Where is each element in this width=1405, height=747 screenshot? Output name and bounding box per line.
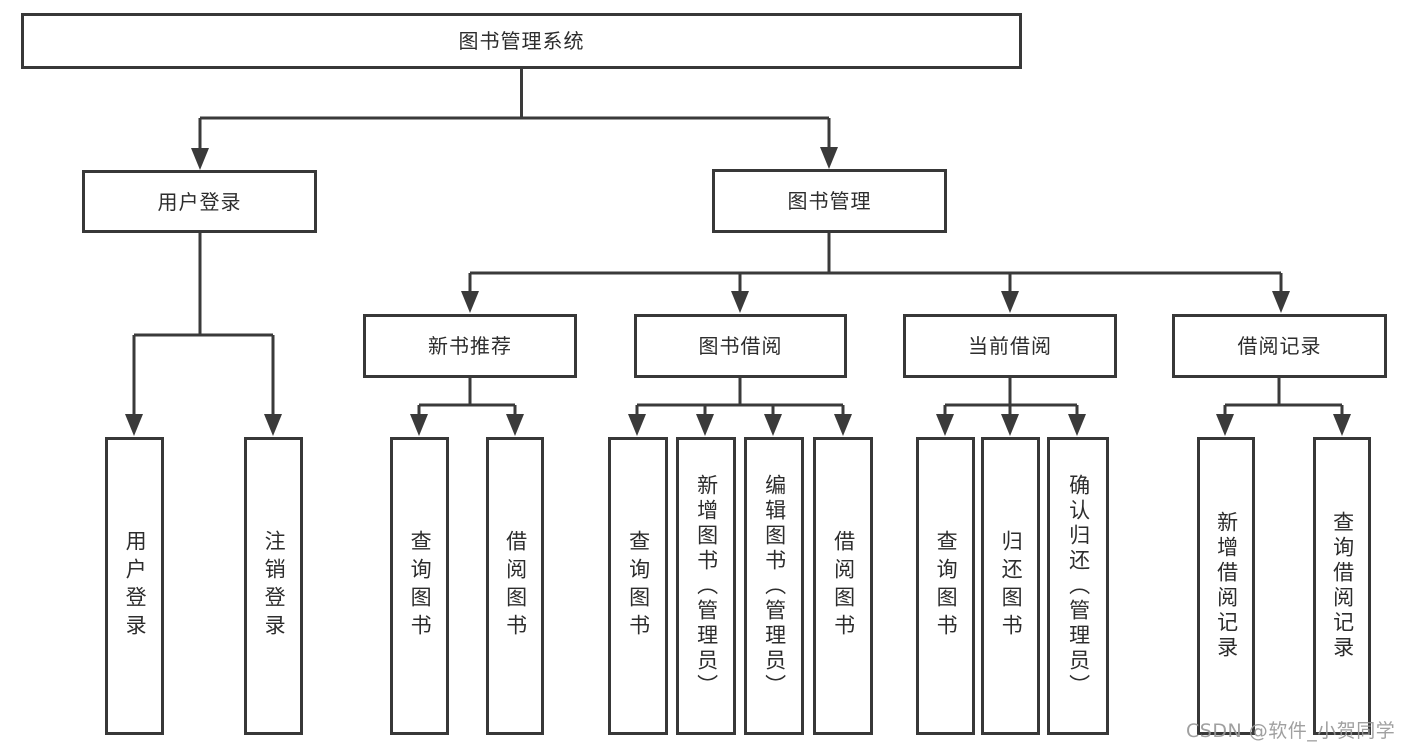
leaf-recommend-query-books: 查询图书 xyxy=(390,437,449,735)
leaf-edit-books-admin: 编辑图书（管理员） xyxy=(744,437,804,735)
leaf-borrow-books: 借阅图书 xyxy=(813,437,873,735)
node-borrow-records: 借阅记录 xyxy=(1172,314,1387,378)
leaf-confirm-return-admin: 确认归还（管理员） xyxy=(1047,437,1109,735)
leaf-recommend-borrow-books: 借阅图书 xyxy=(486,437,544,735)
node-current-borrow: 当前借阅 xyxy=(903,314,1117,378)
leaf-add-books-admin: 新增图书（管理员） xyxy=(676,437,736,735)
leaf-return-books: 归还图书 xyxy=(981,437,1040,735)
node-root-system: 图书管理系统 xyxy=(21,13,1022,69)
node-new-book-recommend: 新书推荐 xyxy=(363,314,577,378)
leaf-borrow-query-books: 查询图书 xyxy=(608,437,668,735)
connector-root-to-level2 xyxy=(191,68,838,170)
connector-new-book-recommend-children xyxy=(410,378,524,436)
leaf-add-borrow-record: 新增借阅记录 xyxy=(1197,437,1255,735)
leaf-user-login: 用户登录 xyxy=(105,437,164,735)
connector-current-borrow-children xyxy=(936,378,1086,436)
leaf-query-borrow-record: 查询借阅记录 xyxy=(1313,437,1371,735)
connector-book-borrow-children xyxy=(628,378,852,436)
connector-user-login-children xyxy=(125,232,282,436)
node-book-management: 图书管理 xyxy=(712,169,947,233)
node-book-borrow: 图书借阅 xyxy=(634,314,847,378)
connector-borrow-records-children xyxy=(1216,378,1351,436)
leaf-current-query-books: 查询图书 xyxy=(916,437,975,735)
leaf-logout: 注销登录 xyxy=(244,437,303,735)
node-user-login: 用户登录 xyxy=(82,170,317,233)
connector-book-management-to-level3 xyxy=(461,232,1290,313)
csdn-watermark: CSDN @软件_小贺同学 xyxy=(1186,720,1396,742)
